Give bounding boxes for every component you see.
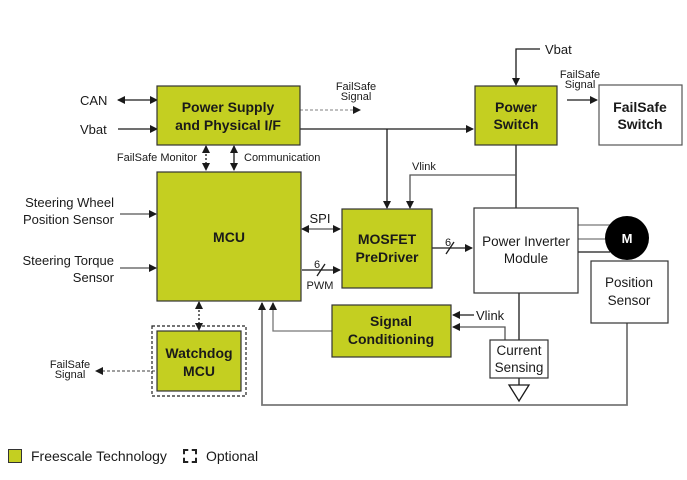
power-switch-label-1: Power bbox=[495, 99, 538, 115]
motor-label: M bbox=[622, 231, 633, 246]
watchdog-failsafe-label-2: Signal bbox=[55, 369, 86, 381]
power-switch-block[interactable]: Power Switch bbox=[474, 85, 558, 146]
ground-icon bbox=[507, 384, 531, 403]
failsafe-switch-label-1: FailSafe bbox=[613, 99, 667, 115]
pwm-bus-slash bbox=[316, 263, 326, 277]
mcu-block[interactable]: MCU bbox=[156, 171, 302, 302]
steering-wheel-label-2: Position Sensor bbox=[23, 212, 115, 227]
legend-freescale-label: Freescale Technology bbox=[31, 448, 167, 464]
power-supply-label-2: and Physical I/F bbox=[175, 117, 281, 133]
legend: Freescale Technology Optional bbox=[8, 448, 258, 464]
power-inverter-label-1: Power Inverter bbox=[482, 234, 570, 249]
vbat-top-label: Vbat bbox=[545, 42, 572, 57]
mcu-label: MCU bbox=[213, 229, 245, 245]
optional-boundary bbox=[151, 325, 247, 397]
current-sensing-label-1: Current bbox=[496, 343, 541, 358]
ps-switch-failsafe-label-1: FailSafe bbox=[560, 69, 600, 81]
signal-conditioning-block[interactable]: Signal Conditioning bbox=[331, 304, 452, 358]
connections bbox=[95, 48, 628, 406]
current-sensing-label-2: Sensing bbox=[495, 360, 544, 375]
mosfet-label-1: MOSFET bbox=[358, 231, 417, 247]
position-sensor-block[interactable]: Position Sensor bbox=[590, 260, 669, 324]
power-supply-label-1: Power Supply bbox=[182, 99, 275, 115]
vlink-to-mosfet-line bbox=[406, 174, 516, 209]
power-switch-label-2: Switch bbox=[493, 116, 538, 132]
sigcond-to-mcu-line bbox=[269, 302, 332, 332]
can-label: CAN bbox=[80, 93, 107, 108]
motor-block[interactable]: M bbox=[605, 216, 649, 260]
vlink-bottom-label: Vlink bbox=[476, 308, 505, 323]
ps-failsafe-label-2: Signal bbox=[341, 91, 372, 103]
vbat-left-label: Vbat bbox=[80, 122, 107, 137]
vbat-top-line bbox=[512, 48, 540, 86]
spi-label: SPI bbox=[310, 211, 331, 226]
mosfet-label-2: PreDriver bbox=[355, 249, 419, 265]
signal-conditioning-label-1: Signal bbox=[370, 313, 412, 329]
signal-conditioning-label-2: Conditioning bbox=[348, 331, 434, 347]
legend-optional-label: Optional bbox=[205, 448, 259, 464]
watchdog-label-1: Watchdog bbox=[165, 345, 232, 361]
steering-torque-label-1: Steering Torque bbox=[22, 253, 114, 268]
position-sensor-label-1: Position bbox=[605, 275, 653, 290]
watchdog-label-2: MCU bbox=[183, 363, 215, 379]
mosfet-predriver-block[interactable]: MOSFET PreDriver bbox=[341, 208, 433, 289]
watchdog-mcu-block[interactable]: Watchdog MCU bbox=[156, 330, 242, 392]
position-sensor-label-2: Sensor bbox=[608, 293, 651, 308]
steering-torque-label-2: Sensor bbox=[73, 270, 115, 285]
pwm-bus-width: 6 bbox=[314, 259, 320, 271]
failsafe-monitor-label: FailSafe Monitor bbox=[117, 152, 197, 164]
current-to-sigcond-line bbox=[452, 323, 506, 340]
optional-swatch-icon bbox=[182, 449, 197, 463]
communication-label: Communication bbox=[244, 152, 320, 164]
inverter-bus-width: 6 bbox=[445, 237, 451, 249]
inverter-bus-slash bbox=[445, 241, 455, 255]
vlink-top-label: Vlink bbox=[412, 161, 436, 173]
failsafe-switch-block[interactable]: FailSafe Switch bbox=[598, 84, 683, 146]
ps-switch-failsafe-label-2: Signal bbox=[565, 79, 596, 91]
ps-failsafe-label-1: FailSafe bbox=[336, 81, 376, 93]
power-inverter-label-2: Module bbox=[504, 251, 548, 266]
watchdog-failsafe-label-1: FailSafe bbox=[50, 359, 90, 371]
power-inverter-block[interactable]: Power Inverter Module bbox=[473, 207, 579, 294]
power-supply-block[interactable]: Power Supply and Physical I/F bbox=[156, 85, 301, 146]
steering-wheel-label-1: Steering Wheel bbox=[25, 195, 114, 210]
failsafe-switch-label-2: Switch bbox=[617, 116, 662, 132]
freescale-swatch-icon bbox=[8, 449, 22, 463]
current-sensing-block[interactable]: Current Sensing bbox=[489, 339, 549, 379]
position-feedback-line bbox=[258, 302, 628, 406]
pwm-label: PWM bbox=[307, 280, 334, 292]
